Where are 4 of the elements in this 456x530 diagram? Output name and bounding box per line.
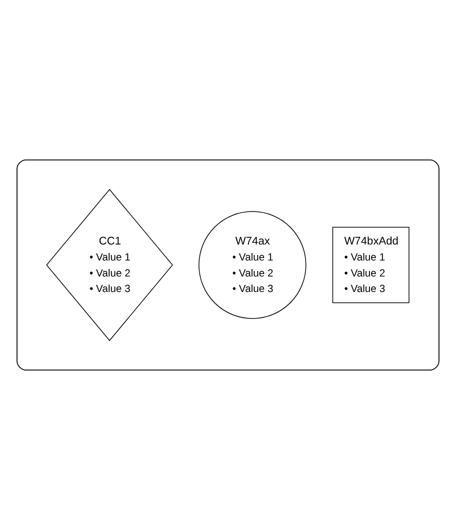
node-circle: W74ax • Value 1 • Value 2 • Value 3 bbox=[198, 211, 306, 319]
node-diamond: CC1 • Value 1 • Value 2 • Value 3 bbox=[46, 188, 173, 342]
node-box: W74bxAdd • Value 1 • Value 2 • Value 3 bbox=[332, 226, 410, 304]
cluster bbox=[16, 159, 440, 371]
